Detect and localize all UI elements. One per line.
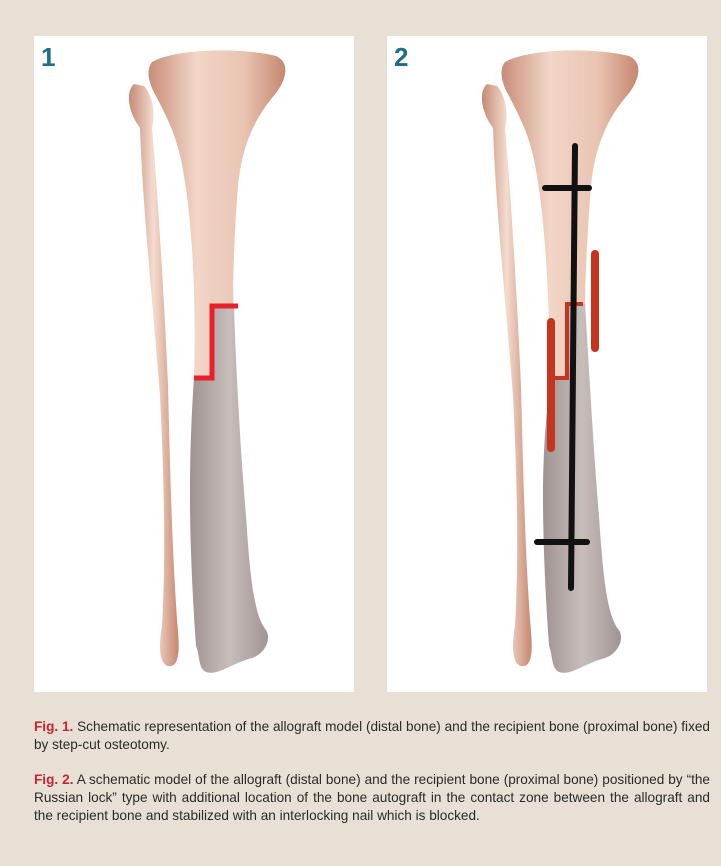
caption-label: Fig. 1.: [34, 719, 73, 734]
tibia-fibula-step-cut-illustration: [34, 36, 354, 692]
figure-panel-1: 1: [34, 36, 354, 692]
caption-label: Fig. 2.: [34, 772, 73, 787]
tibia-fibula-russian-lock-illustration: [387, 36, 707, 692]
fibula-bone: [482, 84, 532, 666]
caption-fig-1: Fig. 1. Schematic representation of the …: [34, 718, 710, 754]
caption-text: Schematic representation of the allograf…: [34, 719, 710, 752]
figure-panel-2: 2: [387, 36, 707, 692]
interlocking-nail: [571, 146, 575, 588]
caption-text: A schematic model of the allograft (dist…: [34, 772, 710, 823]
figure-captions: Fig. 1. Schematic representation of the …: [34, 718, 710, 842]
fibula-bone: [129, 84, 179, 666]
caption-fig-2: Fig. 2. A schematic model of the allogra…: [34, 771, 710, 825]
